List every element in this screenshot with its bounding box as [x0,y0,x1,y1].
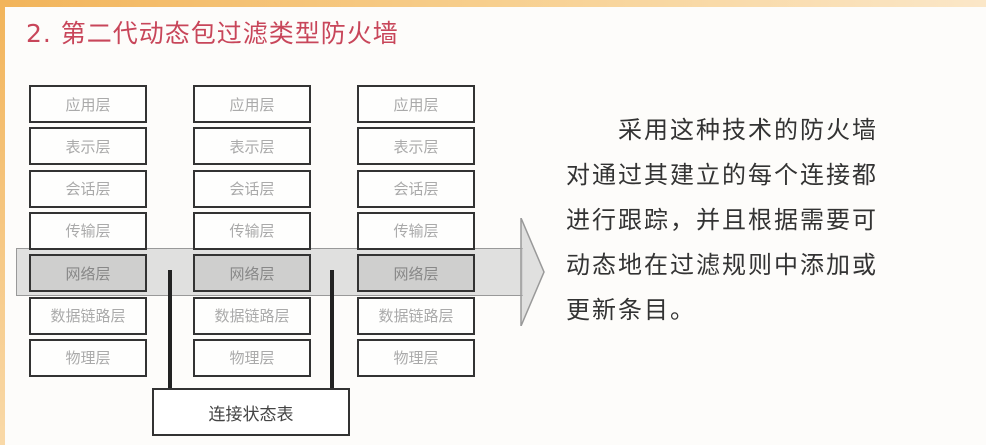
osi-layer: 传输层 [357,211,475,250]
description-line: 采用这种技术的防火墙 [566,116,878,144]
osi-layer: 会话层 [193,169,311,208]
osi-layer: 传输层 [29,211,147,250]
osi-layer: 应用层 [29,85,147,123]
osi-layer: 数据链路层 [193,296,311,335]
flow-arrow-head [520,218,545,326]
left-accent-bar [0,0,5,445]
osi-layer: 物理层 [193,338,311,377]
osi-layer: 表示层 [357,127,475,166]
osi-layer: 会话层 [357,169,475,208]
slide-title: 2. 第二代动态包过滤类型防火墙 [26,19,399,48]
description: 采用这种技术的防火墙 对通过其建立的每个连接都 进行跟踪，并且根据需要可 动态地… [566,108,976,333]
osi-layer: 数据链路层 [357,296,475,335]
description-line: 进行跟踪，并且根据需要可 [566,206,878,234]
osi-layer: 网络层 [357,254,475,293]
top-accent-bar [0,0,986,7]
osi-layer: 表示层 [193,127,311,166]
connector-line-right [330,270,334,390]
osi-layer: 物理层 [29,338,147,377]
description-line: 动态地在过滤规则中添加或 [566,251,878,279]
connector-line-left [168,270,172,390]
connection-state-table: 连接状态表 [152,388,350,436]
osi-layer: 物理层 [357,338,475,377]
osi-layer: 数据链路层 [29,296,147,335]
osi-layer: 会话层 [29,169,147,208]
description-line: 更新条目。 [566,296,696,324]
osi-layer: 表示层 [29,127,147,166]
osi-layer: 网络层 [29,254,147,293]
osi-layer: 传输层 [193,211,311,250]
osi-layer: 网络层 [193,254,311,293]
osi-layer: 应用层 [193,85,311,123]
description-line: 对通过其建立的每个连接都 [566,161,878,189]
osi-layer: 应用层 [357,85,475,123]
